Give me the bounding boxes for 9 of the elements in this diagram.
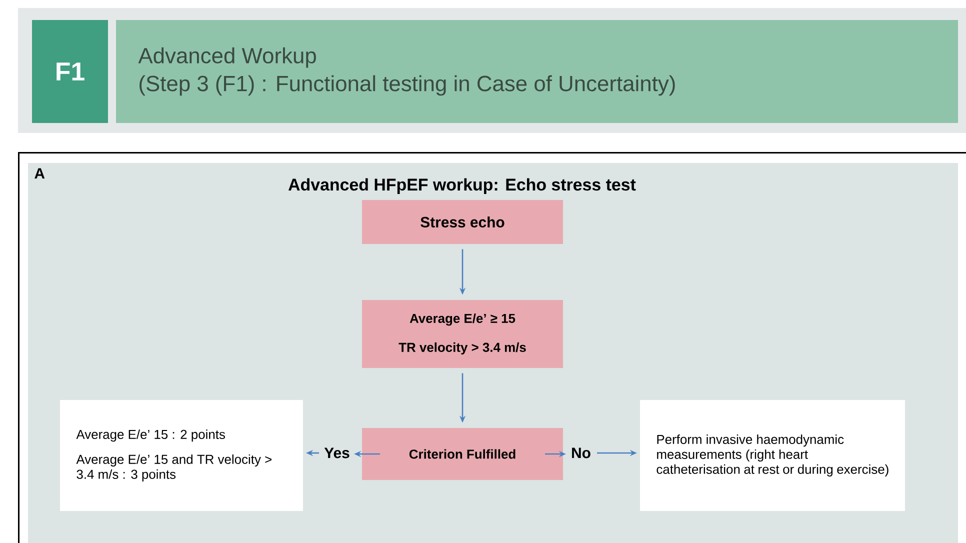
result-box: Average E/e’ 15 : 2 points Average E/e’ 15 and TR velocity > 3.4 m/s : 3 points (60, 400, 303, 511)
label-box: F1 (32, 20, 108, 123)
heading-band: Advanced Workup (Step 3 (F1) : Functional testing in Case of Uncertainty) (116, 20, 958, 123)
result-box: Perform invasive haemodynamic measurements (right heart catheterisation at rest or during exercise) (640, 400, 905, 511)
process-box: Stress echo (362, 200, 563, 244)
condition-box: Average E/e’ ≥ 15 TR velocity > 3.4 m/s (362, 300, 563, 368)
branch-label: Yes (324, 448, 350, 458)
decision-box: Criterion Fulfilled (362, 428, 563, 480)
branch-label: No (572, 448, 590, 458)
